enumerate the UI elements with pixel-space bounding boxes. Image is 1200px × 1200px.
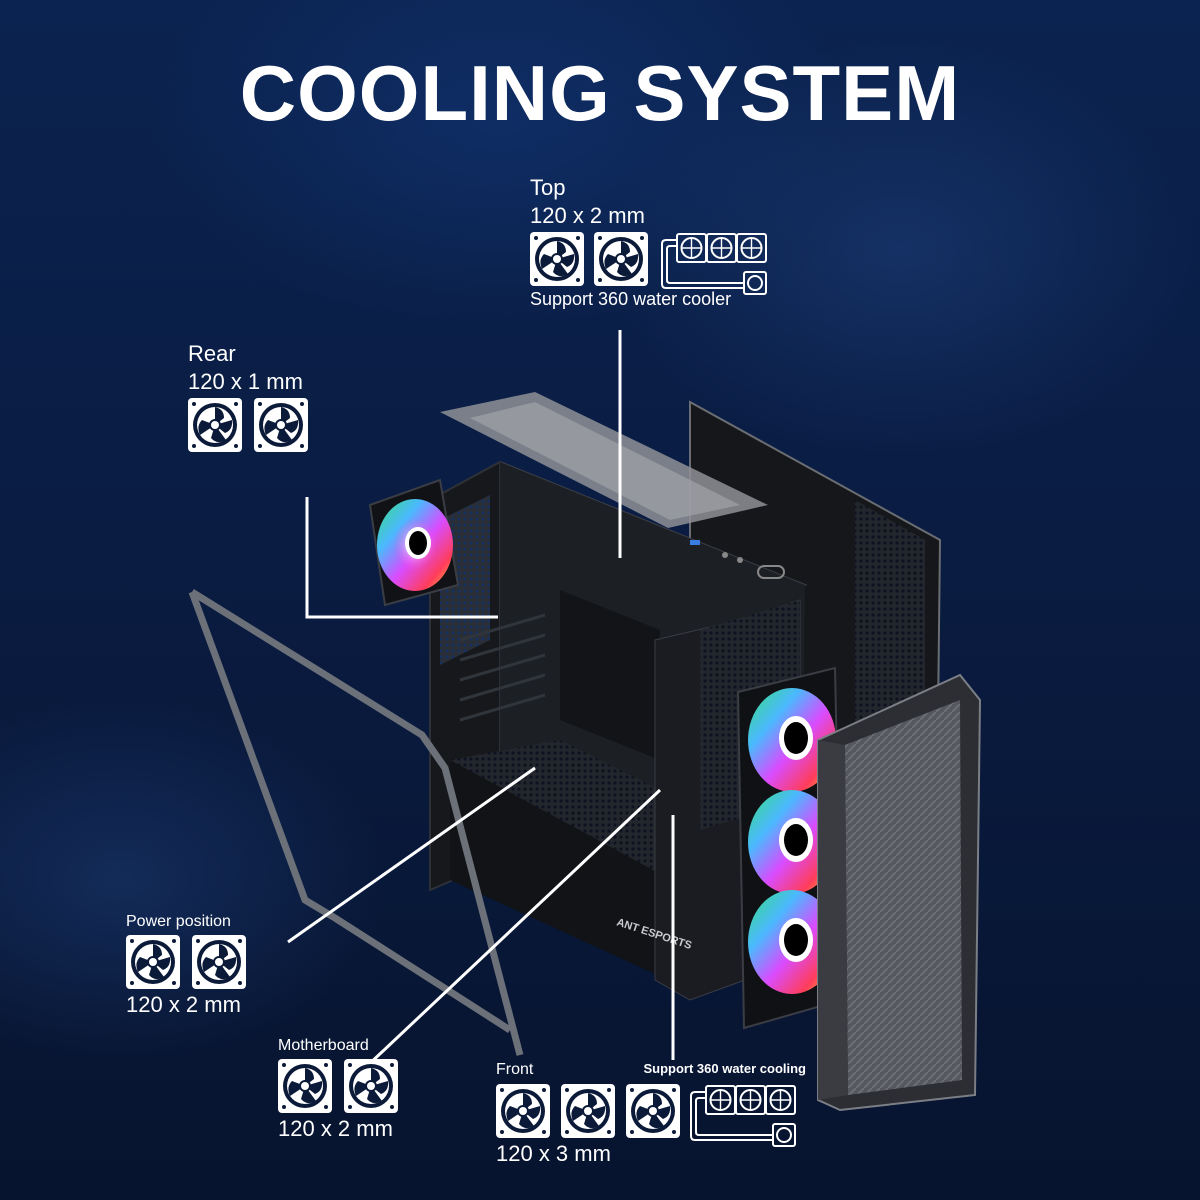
power-size: 120 x 2 mm <box>126 992 241 1017</box>
radiator-360-icon <box>689 1084 797 1148</box>
top-note: Support 360 water cooler <box>530 289 732 309</box>
leader-power <box>287 766 536 944</box>
label-group-front: Front Support 360 water cooling 120 x 3 … <box>496 1058 806 1168</box>
rear-label: Rear <box>188 341 236 366</box>
leader-motherboard <box>363 788 662 1070</box>
motherboard-size: 120 x 2 mm <box>278 1116 393 1141</box>
leader-lines <box>287 330 675 1070</box>
label-group-motherboard: Motherboard 120 x 2 mm <box>278 1036 398 1143</box>
fan-icon <box>254 398 308 452</box>
fan-icon <box>626 1084 680 1138</box>
fan-icon <box>278 1059 332 1113</box>
rear-size: 120 x 1 mm <box>188 369 303 394</box>
fan-icon <box>192 935 246 989</box>
front-note: Support 360 water cooling <box>643 1061 806 1076</box>
fan-icon <box>561 1084 615 1138</box>
power-label: Power position <box>126 913 231 930</box>
front-size: 120 x 3 mm <box>496 1141 611 1166</box>
fan-icon <box>344 1059 398 1113</box>
label-group-power: Power position 120 x 2 mm <box>126 912 246 1019</box>
glass-side-panel <box>188 589 524 1056</box>
rear-rgb-fan <box>368 478 460 607</box>
fan-icon <box>530 232 584 286</box>
radiator-360-icon <box>660 232 768 296</box>
top-size: 120 x 2 mm <box>530 203 645 228</box>
fan-icon <box>594 232 648 286</box>
label-group-rear: Rear 120 x 1 mm <box>188 340 308 452</box>
fan-icon <box>126 935 180 989</box>
page-title: COOLING SYSTEM <box>239 49 961 137</box>
leader-rear <box>305 497 498 619</box>
motherboard-label: Motherboard <box>278 1037 369 1054</box>
front-mesh-panel <box>817 673 982 1112</box>
fan-icon <box>496 1084 550 1138</box>
label-group-top: Top 120 x 2 mm Support 360 water cooler <box>530 174 768 310</box>
fan-icon <box>188 398 242 452</box>
top-label: Top <box>530 175 566 200</box>
front-label: Front <box>496 1061 534 1078</box>
